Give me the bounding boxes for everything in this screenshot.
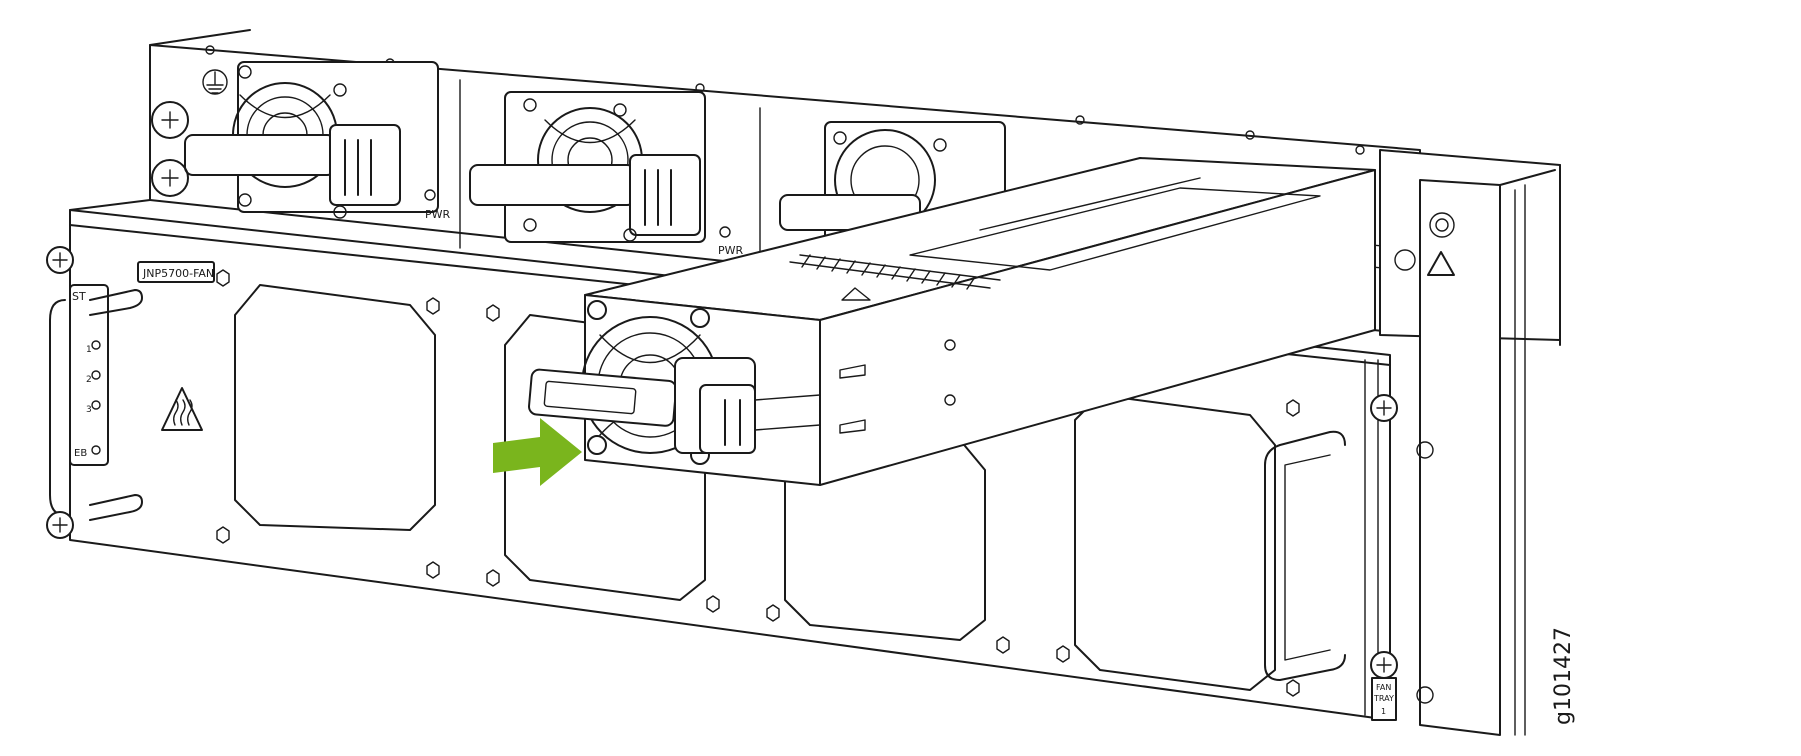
fan-module-label: JNP5700-FAN <box>142 267 214 280</box>
chassis-right-side <box>1379 149 1561 736</box>
right-captive-screws <box>1370 394 1434 704</box>
ground-icon <box>202 69 228 95</box>
insertion-arrow-shape <box>493 418 582 486</box>
status-led-panel: ST 1 2 3 EB <box>69 284 109 466</box>
led-label-1: 1 <box>86 345 92 355</box>
fan-tray-right-handle <box>1264 430 1346 681</box>
figure-id: g101427 <box>1551 627 1576 725</box>
led-label-2: 2 <box>86 375 92 385</box>
power-supply-slot-1: PWR <box>184 61 451 221</box>
eb-label-fragment: EB <box>74 448 87 459</box>
power-supply-being-inserted <box>528 157 1376 486</box>
insertion-arrow-icon <box>493 418 582 486</box>
pwr-label-1: PWR <box>425 208 451 221</box>
led-label-3: 3 <box>86 405 92 415</box>
pwr-label-2: PWR <box>718 244 744 257</box>
fan-tray-number: 1 <box>1381 707 1386 716</box>
fan-tray-label-line1: FAN <box>1376 683 1391 692</box>
fan-opening-1 <box>234 284 436 531</box>
hot-surface-warning-icon <box>161 387 203 431</box>
power-supply-slot-2: PWR <box>469 91 744 257</box>
fan-tray-hex-screws <box>216 269 1300 697</box>
chassis-side-screws <box>151 101 189 197</box>
left-captive-screws <box>46 246 74 539</box>
fan-opening-4 <box>1074 394 1276 691</box>
fan-tray-tag <box>1371 677 1397 721</box>
fan-module-label-box <box>137 261 215 283</box>
fan-tray-label-line2: TRAY <box>1373 694 1394 703</box>
esd-warning-icon <box>1427 251 1455 276</box>
status-label-fragment: ST <box>72 290 86 303</box>
